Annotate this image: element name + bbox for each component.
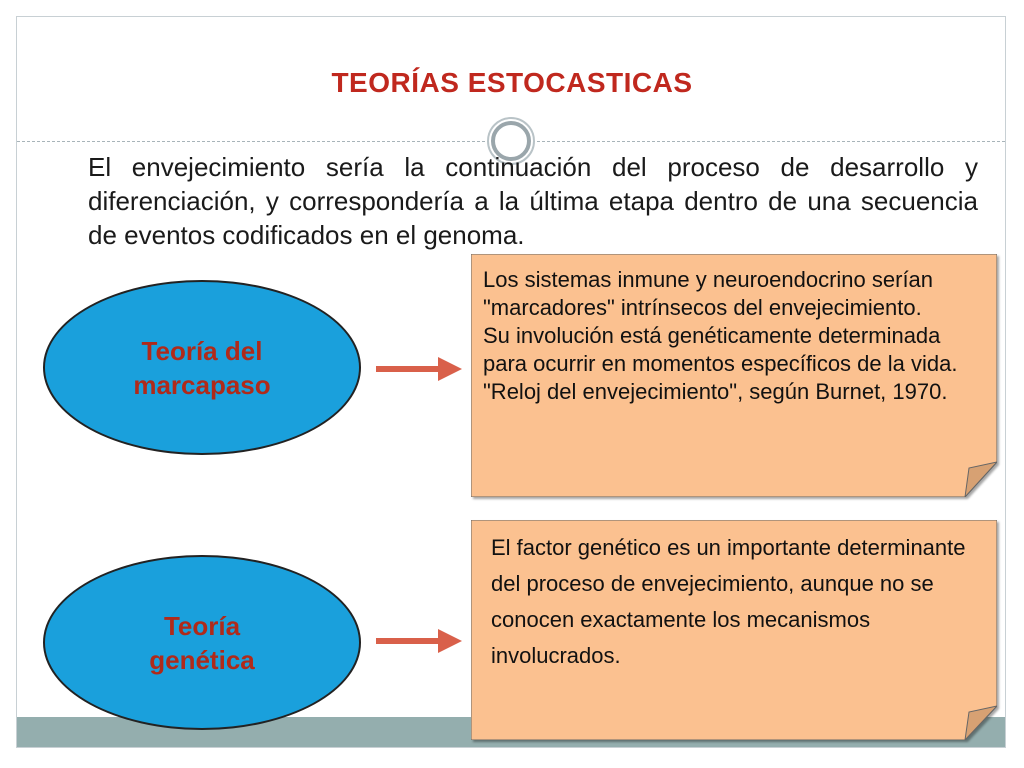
slide-title: TEORÍAS ESTOCASTICAS — [331, 67, 693, 98]
theory-name-line1: Teoría — [163, 610, 241, 641]
description-text: Los sistemas inmune y neuroendocrino ser… — [483, 267, 958, 404]
theory-pacemaker-note: Los sistemas inmune y neuroendocrino ser… — [471, 254, 997, 497]
arrow-right-icon — [376, 357, 462, 381]
slide-frame — [16, 16, 1006, 748]
theory-pacemaker-ellipse: Teoría del marcapaso — [43, 280, 361, 455]
theory-genetic-note: El factor genético es un importante dete… — [471, 520, 997, 740]
theory-pacemaker-description: Los sistemas inmune y neuroendocrino ser… — [471, 254, 997, 406]
theory-genetic-description: El factor genético es un importante dete… — [471, 520, 997, 674]
theory-genetic-ellipse: Teoría genética — [43, 555, 361, 730]
theory-name-line2: genética — [149, 644, 255, 675]
theory-name-line1: Teoría del — [141, 335, 263, 366]
theory-name-line2: marcapaso — [133, 369, 271, 400]
description-text: El factor genético es un importante dete… — [491, 535, 966, 668]
ring-icon — [487, 117, 535, 165]
arrow-right-icon — [376, 629, 462, 653]
intro-paragraph: El envejecimiento sería la continuación … — [88, 152, 978, 250]
